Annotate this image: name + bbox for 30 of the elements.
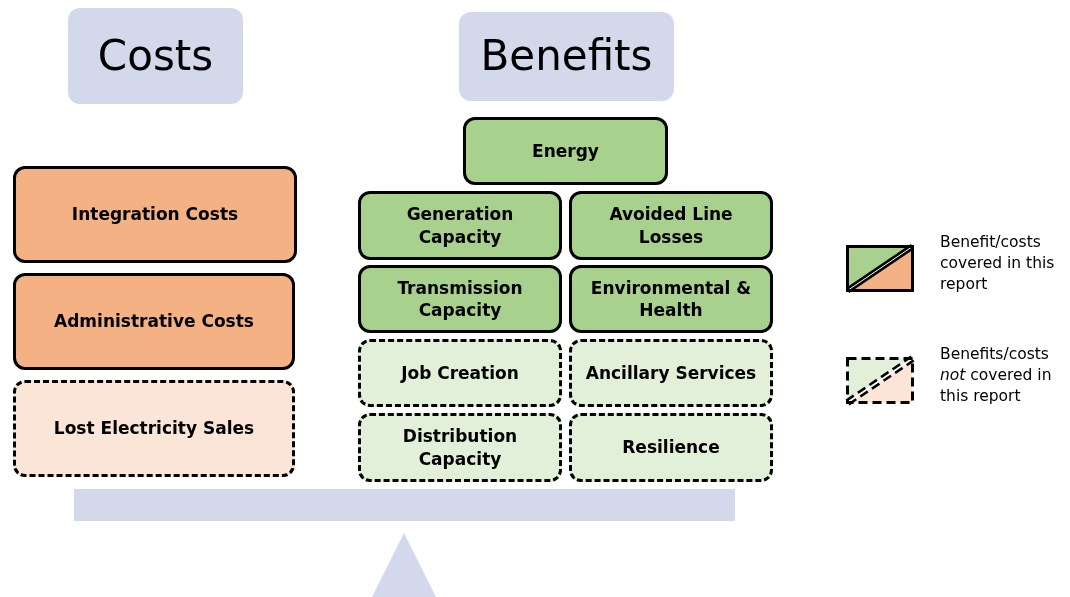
- category-box: [13, 166, 297, 263]
- box-label: Distribution Capacity: [401, 425, 519, 470]
- box-label: Job Creation: [401, 361, 519, 385]
- heading-box: [68, 8, 243, 104]
- heading-text: Costs: [97, 29, 214, 82]
- dashed-category-box: [358, 339, 562, 407]
- dashed-category-box: [569, 413, 773, 482]
- box-label: Ancillary Services: [585, 361, 757, 385]
- box-label: Transmission Capacity: [396, 276, 524, 322]
- box-label: Integration Costs: [71, 203, 239, 226]
- category-box: [358, 265, 562, 333]
- legend-label: Benefits/costs not covered in this report: [940, 344, 1053, 407]
- box-label: Resilience: [622, 436, 720, 459]
- category-box: [13, 273, 295, 370]
- legend-label: Benefit/costs covered in this report: [940, 232, 1056, 295]
- dashed-category-box: [358, 413, 562, 482]
- box-label: Avoided Line Losses: [608, 203, 734, 248]
- box-label: Lost Electricity Sales: [53, 417, 255, 440]
- box-label: Administrative Costs: [54, 310, 254, 333]
- box-label: Environmental & Health: [589, 276, 753, 322]
- box-label: Generation Capacity: [405, 203, 515, 248]
- heading-text: Benefits: [480, 30, 653, 83]
- box-label: Energy: [532, 139, 599, 163]
- heading-box: [459, 12, 674, 101]
- category-box: [569, 265, 773, 333]
- category-box: [463, 117, 668, 185]
- category-box: [358, 191, 562, 260]
- category-box: [569, 191, 773, 260]
- dashed-category-box: [13, 380, 295, 477]
- dashed-category-box: [569, 339, 773, 407]
